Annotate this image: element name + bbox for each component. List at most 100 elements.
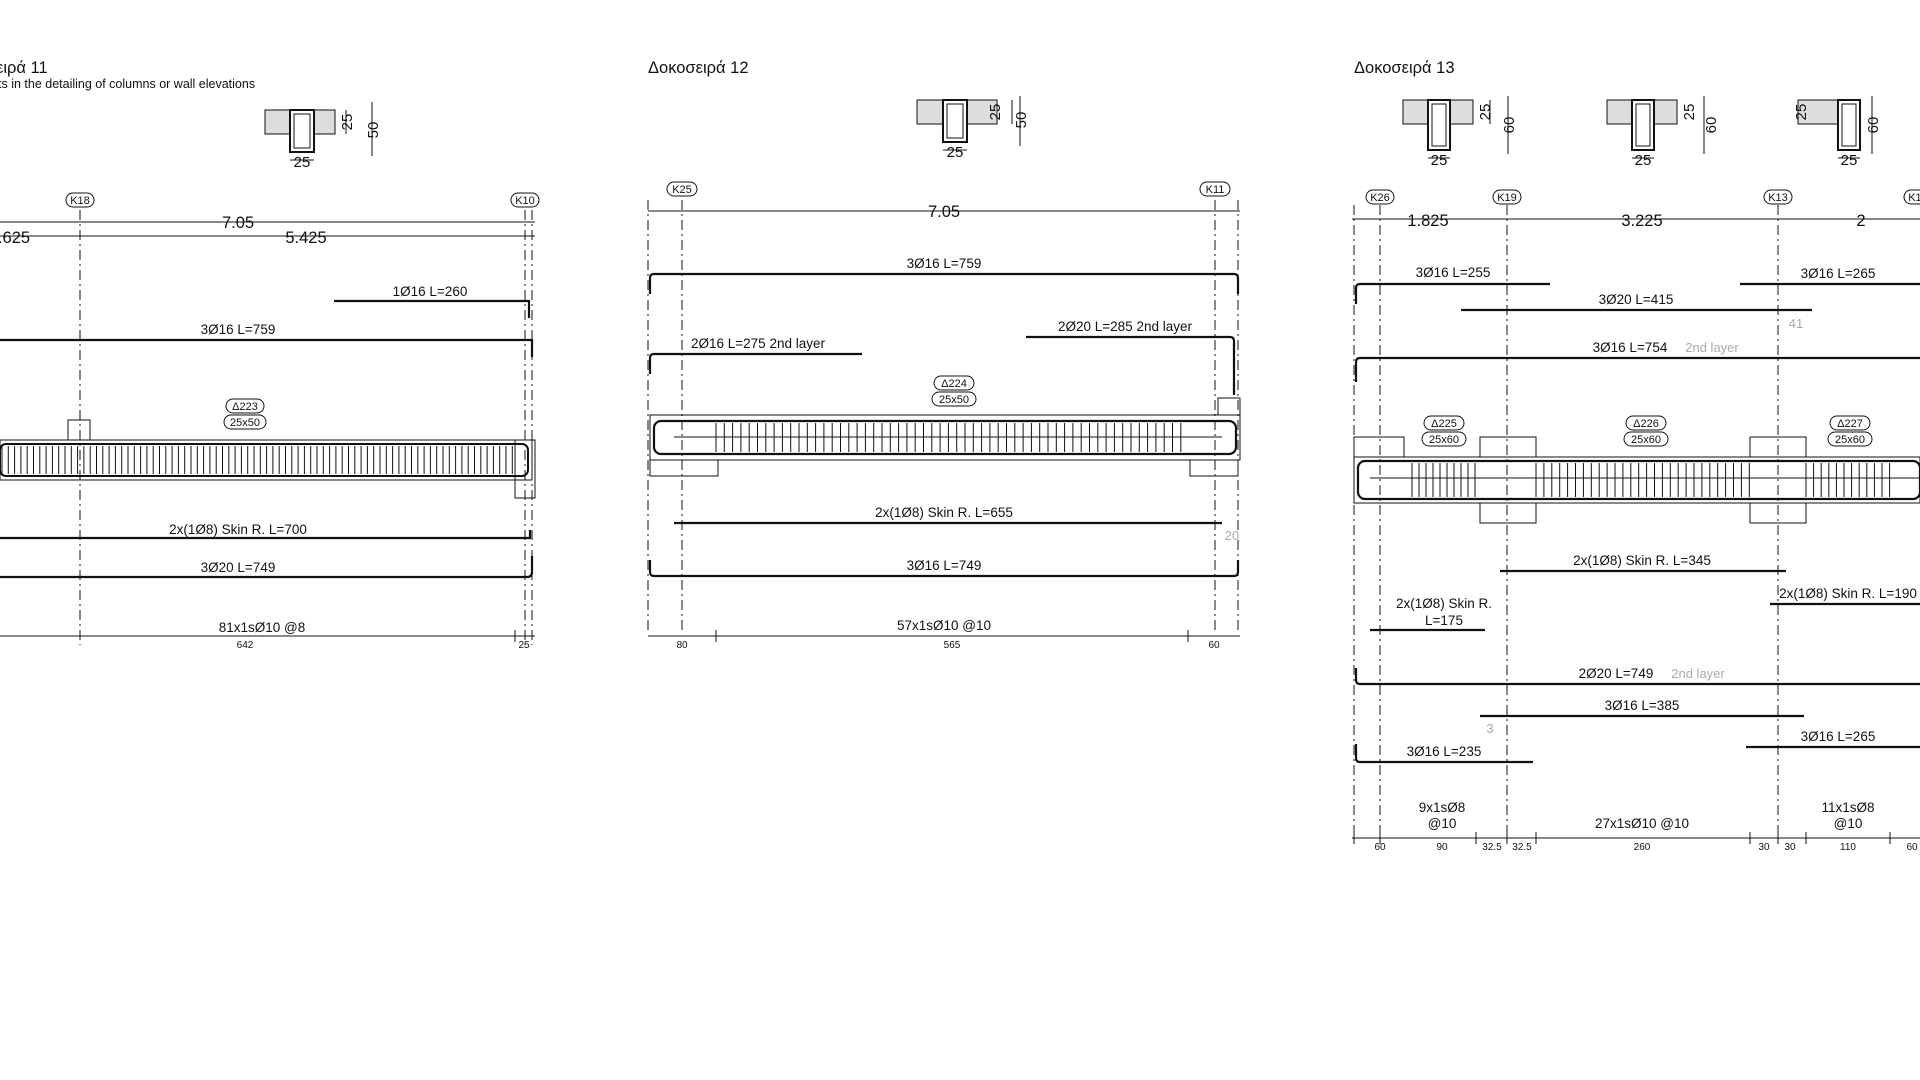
cross-section: 25 60 25 [1606, 96, 1720, 169]
section-slab-dim: 25 [1681, 104, 1698, 121]
ghost-label: 2nd layer [1685, 340, 1739, 355]
column-tag: K12 [1908, 192, 1920, 204]
dim-total: 7.05 [222, 214, 254, 232]
rebar-label: 3Ø16 L=759 [907, 256, 982, 271]
rebar-label: 3Ø20 L=415 [1599, 292, 1674, 307]
beam-elevation [1353, 436, 1920, 524]
section-width-dim: 25 [294, 154, 311, 171]
stirrup-label: @10 [1834, 816, 1863, 831]
section-slab-dim: 25 [1477, 104, 1494, 121]
rebar-label: 2x(1Ø8) Skin R. [1396, 596, 1492, 611]
dim-total: 7.05 [928, 203, 960, 221]
section-height-dim: 60 [1703, 117, 1720, 134]
dim-bottom: 60 [1374, 842, 1386, 853]
dim-bottom: 25 [518, 640, 530, 651]
dim-span: 2 [1856, 212, 1865, 230]
column-tag: K26 [1370, 192, 1390, 204]
cross-section: 25 60 25 [1793, 96, 1882, 169]
rebar-label: 2x(1Ø8) Skin R. L=655 [875, 505, 1013, 520]
rebar-label: 1Ø16 L=260 [393, 284, 468, 299]
ghost-label: 3 [1486, 721, 1493, 736]
stirrup-label: 27x1sØ10 @10 [1595, 816, 1689, 831]
beam-title: Δοκοσειρά 12 [648, 59, 749, 77]
rebar-label: 2Ø16 L=275 2nd layer [691, 336, 825, 351]
beam-size: 25x60 [1835, 434, 1865, 446]
dim-bottom: 30 [1784, 842, 1796, 853]
rebar-label: 3Ø20 L=749 [201, 560, 276, 575]
dim-span: 5.425 [285, 229, 326, 247]
stirrup-label: 11x1sØ8 [1821, 800, 1874, 815]
beam-subtitle: ts in the detailing of columns or wall e… [0, 77, 255, 91]
column-tag: K11 [1206, 184, 1225, 196]
beam-size: 25x60 [1631, 434, 1661, 446]
dim-bottom: 32.5 [1512, 842, 1532, 853]
dim-bottom: 30 [1758, 842, 1770, 853]
dim-bottom: 60 [1208, 640, 1220, 651]
column-tag: K18 [70, 195, 90, 207]
dim-bottom: 110 [1840, 842, 1856, 853]
ghost-label: 2nd layer [1671, 666, 1725, 681]
column-tag: K19 [1497, 192, 1517, 204]
rebar-label: 2x(1Ø8) Skin R. L=345 [1573, 553, 1711, 568]
section-slab-dim: 25 [987, 104, 1004, 121]
rebar-label: 3Ø16 L=385 [1605, 698, 1680, 713]
ghost-label: 20 [1225, 528, 1239, 543]
dim-bottom: 565 [944, 640, 961, 651]
column-tag: K25 [672, 184, 692, 196]
beam-size: 25x50 [230, 417, 260, 429]
beam-size: 25x50 [939, 394, 969, 406]
rebar-label: 2x(1Ø8) Skin R. L=190 [1779, 586, 1917, 601]
rebar-label: 3Ø16 L=265 [1801, 729, 1876, 744]
rebar-label: 3Ø16 L=265 [1801, 266, 1876, 281]
beam-12: Δοκοσειρά 12 25 50 25 K25 K11 7.05 3Ø16 … [647, 59, 1241, 651]
section-height-dim: 50 [1013, 112, 1030, 129]
beam-tag: Δ225 [1431, 418, 1457, 430]
stirrup-label: 57x1sØ10 @10 [897, 618, 991, 633]
beam-tag: Δ224 [941, 378, 967, 390]
section-slab-dim: 25 [1793, 104, 1810, 121]
stirrup-label: 9x1sØ8 [1419, 800, 1466, 815]
cross-section: 25 50 25 [264, 102, 382, 171]
dim-bottom: 60 [1906, 842, 1918, 853]
rebar-label: 3Ø16 L=235 [1407, 744, 1482, 759]
beam-tag: Δ227 [1837, 418, 1863, 430]
section-width-dim: 25 [1841, 152, 1858, 169]
beam-tag: Δ223 [232, 401, 258, 413]
cross-section: 25 50 25 [916, 96, 1030, 161]
cross-section: 25 60 25 [1402, 96, 1518, 169]
section-width-dim: 25 [947, 144, 964, 161]
rebar-label: 2Ø20 L=749 [1579, 666, 1654, 681]
dim-bottom: 642 [237, 640, 254, 651]
beam-11: ειρά 11 ts in the detailing of columns o… [0, 59, 540, 651]
rebar-label: 3Ø16 L=749 [907, 558, 982, 573]
dim-span: 3.225 [1621, 212, 1662, 230]
rebar-label: 3Ø16 L=255 [1416, 265, 1491, 280]
rebar-label: L=175 [1425, 613, 1463, 628]
beam-elevation [0, 419, 536, 499]
dim-bottom: 32.5 [1482, 842, 1502, 853]
dim-bottom: 80 [676, 640, 688, 651]
section-slab-dim: 25 [339, 114, 356, 131]
rebar-label: 3Ø16 L=759 [201, 322, 276, 337]
beam-13: Δοκοσειρά 13 25 60 25 25 60 25 [1352, 59, 1920, 853]
section-height-dim: 50 [365, 122, 382, 139]
column-tag: K13 [1768, 192, 1788, 204]
section-height-dim: 60 [1865, 117, 1882, 134]
rebar-label: 2x(1Ø8) Skin R. L=700 [169, 522, 307, 537]
beam-size: 25x60 [1429, 434, 1459, 446]
dim-bottom: 90 [1436, 842, 1448, 853]
beam-title: Δοκοσειρά 13 [1354, 59, 1455, 77]
stirrup-label: @10 [1428, 816, 1457, 831]
dim-span: .625 [0, 229, 30, 247]
beam-tag: Δ226 [1633, 418, 1659, 430]
dim-bottom: 260 [1634, 842, 1651, 853]
stirrup-label: 81x1sØ10 @8 [219, 620, 306, 635]
section-width-dim: 25 [1635, 152, 1652, 169]
dim-span: 1.825 [1407, 212, 1448, 230]
section-width-dim: 25 [1431, 152, 1448, 169]
section-height-dim: 60 [1501, 117, 1518, 134]
rebar-label: 2Ø20 L=285 2nd layer [1058, 319, 1192, 334]
beam-title: ειρά 11 [0, 59, 48, 77]
